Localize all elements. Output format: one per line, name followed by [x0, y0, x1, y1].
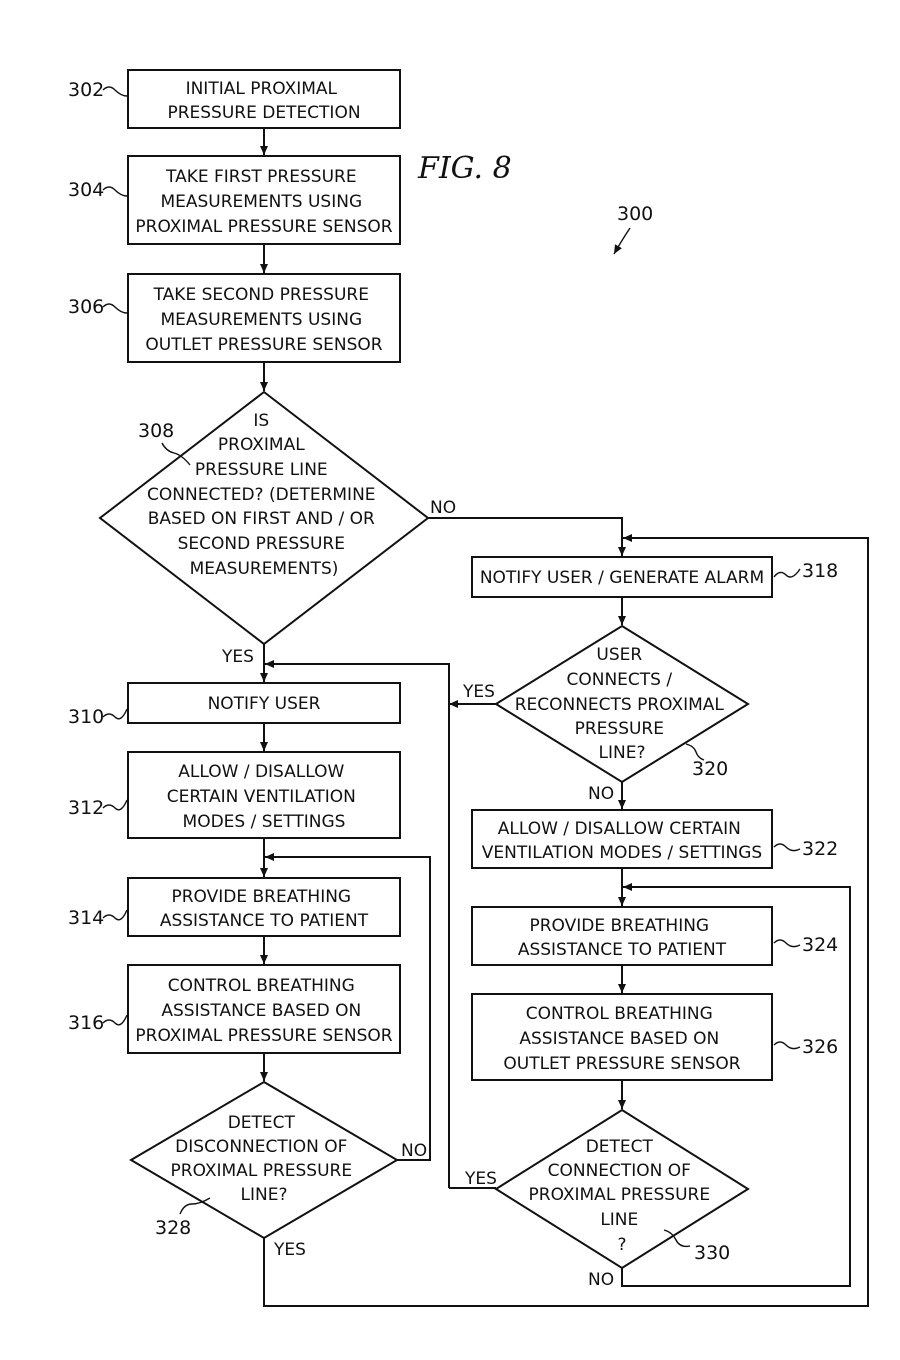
leader-304	[102, 186, 128, 197]
ref-308: 308	[138, 420, 174, 442]
node-310-label: NOTIFY USER	[208, 694, 321, 714]
arrow-330-no-loop	[621, 883, 851, 1287]
node-328-label: DETECT DISCONNECTION OF PROXIMAL PRESSUR…	[171, 1113, 358, 1205]
node-308-label: IS PROXIMAL PRESSURE LINE CONNECTED? (DE…	[147, 411, 381, 579]
node-312-label: ALLOW / DISALLOW CERTAIN VENTILATION MOD…	[167, 762, 362, 832]
label-320-yes: YES	[462, 682, 495, 702]
leader-326	[773, 1041, 801, 1050]
ref-306: 306	[68, 296, 104, 318]
node-324: PROVIDE BREATHING ASSISTANCE TO PATIENT	[471, 906, 773, 966]
node-318-label: NOTIFY USER / GENERATE ALARM	[480, 568, 764, 588]
ref-330: 330	[694, 1242, 730, 1264]
node-314-label: PROVIDE BREATHING ASSISTANCE TO PATIENT	[160, 887, 369, 931]
leader-308	[161, 442, 191, 466]
node-302-label: INITIAL PROXIMAL PRESSURE DETECTION	[167, 79, 360, 123]
node-306: TAKE SECOND PRESSURE MEASUREMENTS USING …	[127, 273, 401, 363]
label-330-yes: YES	[464, 1169, 497, 1189]
ref-320: 320	[692, 758, 728, 780]
label-308-yes: YES	[221, 647, 254, 667]
node-330-diamond: DETECT CONNECTION OF PROXIMAL PRESSURE L…	[494, 1108, 750, 1270]
label-328-no: NO	[401, 1141, 427, 1161]
node-330-label: DETECT CONNECTION OF PROXIMAL PRESSURE L…	[529, 1137, 716, 1255]
leader-330	[663, 1229, 691, 1248]
figure-ref-arrow	[613, 227, 631, 255]
leader-314	[102, 909, 128, 921]
ref-324: 324	[802, 934, 838, 956]
leader-320	[685, 743, 705, 761]
ref-328: 328	[155, 1217, 191, 1239]
ref-316: 316	[68, 1012, 104, 1034]
node-328-diamond: DETECT DISCONNECTION OF PROXIMAL PRESSUR…	[129, 1080, 399, 1240]
leader-328	[179, 1197, 211, 1215]
node-312: ALLOW / DISALLOW CERTAIN VENTILATION MOD…	[127, 751, 401, 839]
node-310: NOTIFY USER	[127, 682, 401, 724]
leader-302	[102, 86, 128, 97]
label-320-no: NO	[588, 784, 614, 804]
ref-310: 310	[68, 706, 104, 728]
leader-322	[773, 843, 801, 852]
leader-310	[102, 708, 128, 720]
node-322: ALLOW / DISALLOW CERTAIN VENTILATION MOD…	[471, 809, 773, 869]
ref-326: 326	[802, 1036, 838, 1058]
node-308-diamond: IS PROXIMAL PRESSURE LINE CONNECTED? (DE…	[98, 390, 430, 646]
figure-title: FIG. 8	[417, 151, 512, 186]
connectors	[260, 128, 869, 1307]
node-326: CONTROL BREATHING ASSISTANCE BASED ON OU…	[471, 993, 773, 1081]
leader-316	[102, 1014, 128, 1026]
ref-314: 314	[68, 907, 104, 929]
arrow-yes-return	[265, 660, 450, 1188]
ref-322: 322	[802, 838, 838, 860]
label-328-yes: YES	[273, 1240, 306, 1260]
figure-ref: 300	[617, 203, 653, 225]
label-330-no: NO	[588, 1270, 614, 1290]
ref-302: 302	[68, 79, 104, 101]
label-308-no: NO	[430, 498, 456, 518]
arrow-308-no	[428, 517, 626, 556]
leader-324	[773, 939, 801, 948]
ref-318: 318	[802, 560, 838, 582]
node-322-label: ALLOW / DISALLOW CERTAIN VENTILATION MOD…	[482, 819, 762, 863]
node-320-diamond: USER CONNECTS / RECONNECTS PROXIMAL PRES…	[494, 624, 750, 784]
leader-318	[773, 568, 801, 578]
node-304: TAKE FIRST PRESSURE MEASUREMENTS USING P…	[127, 155, 401, 245]
node-314: PROVIDE BREATHING ASSISTANCE TO PATIENT	[127, 877, 401, 937]
arrow-328-no-loop	[265, 853, 431, 1161]
arrow-328-yes-loop	[263, 534, 869, 1307]
node-324-label: PROVIDE BREATHING ASSISTANCE TO PATIENT	[518, 916, 727, 960]
node-304-label: TAKE FIRST PRESSURE MEASUREMENTS USING P…	[135, 167, 392, 237]
node-316: CONTROL BREATHING ASSISTANCE BASED ON PR…	[127, 964, 401, 1054]
node-306-label: TAKE SECOND PRESSURE MEASUREMENTS USING …	[145, 285, 382, 355]
leader-306	[102, 303, 128, 314]
node-316-label: CONTROL BREATHING ASSISTANCE BASED ON PR…	[135, 976, 392, 1046]
node-320-label: USER CONNECTS / RECONNECTS PROXIMAL PRES…	[515, 645, 730, 763]
ref-312: 312	[68, 797, 104, 819]
node-302: INITIAL PROXIMAL PRESSURE DETECTION	[127, 69, 401, 129]
node-326-label: CONTROL BREATHING ASSISTANCE BASED ON OU…	[503, 1004, 740, 1074]
ref-304: 304	[68, 179, 104, 201]
node-318: NOTIFY USER / GENERATE ALARM	[471, 556, 773, 598]
leader-312	[102, 799, 128, 811]
